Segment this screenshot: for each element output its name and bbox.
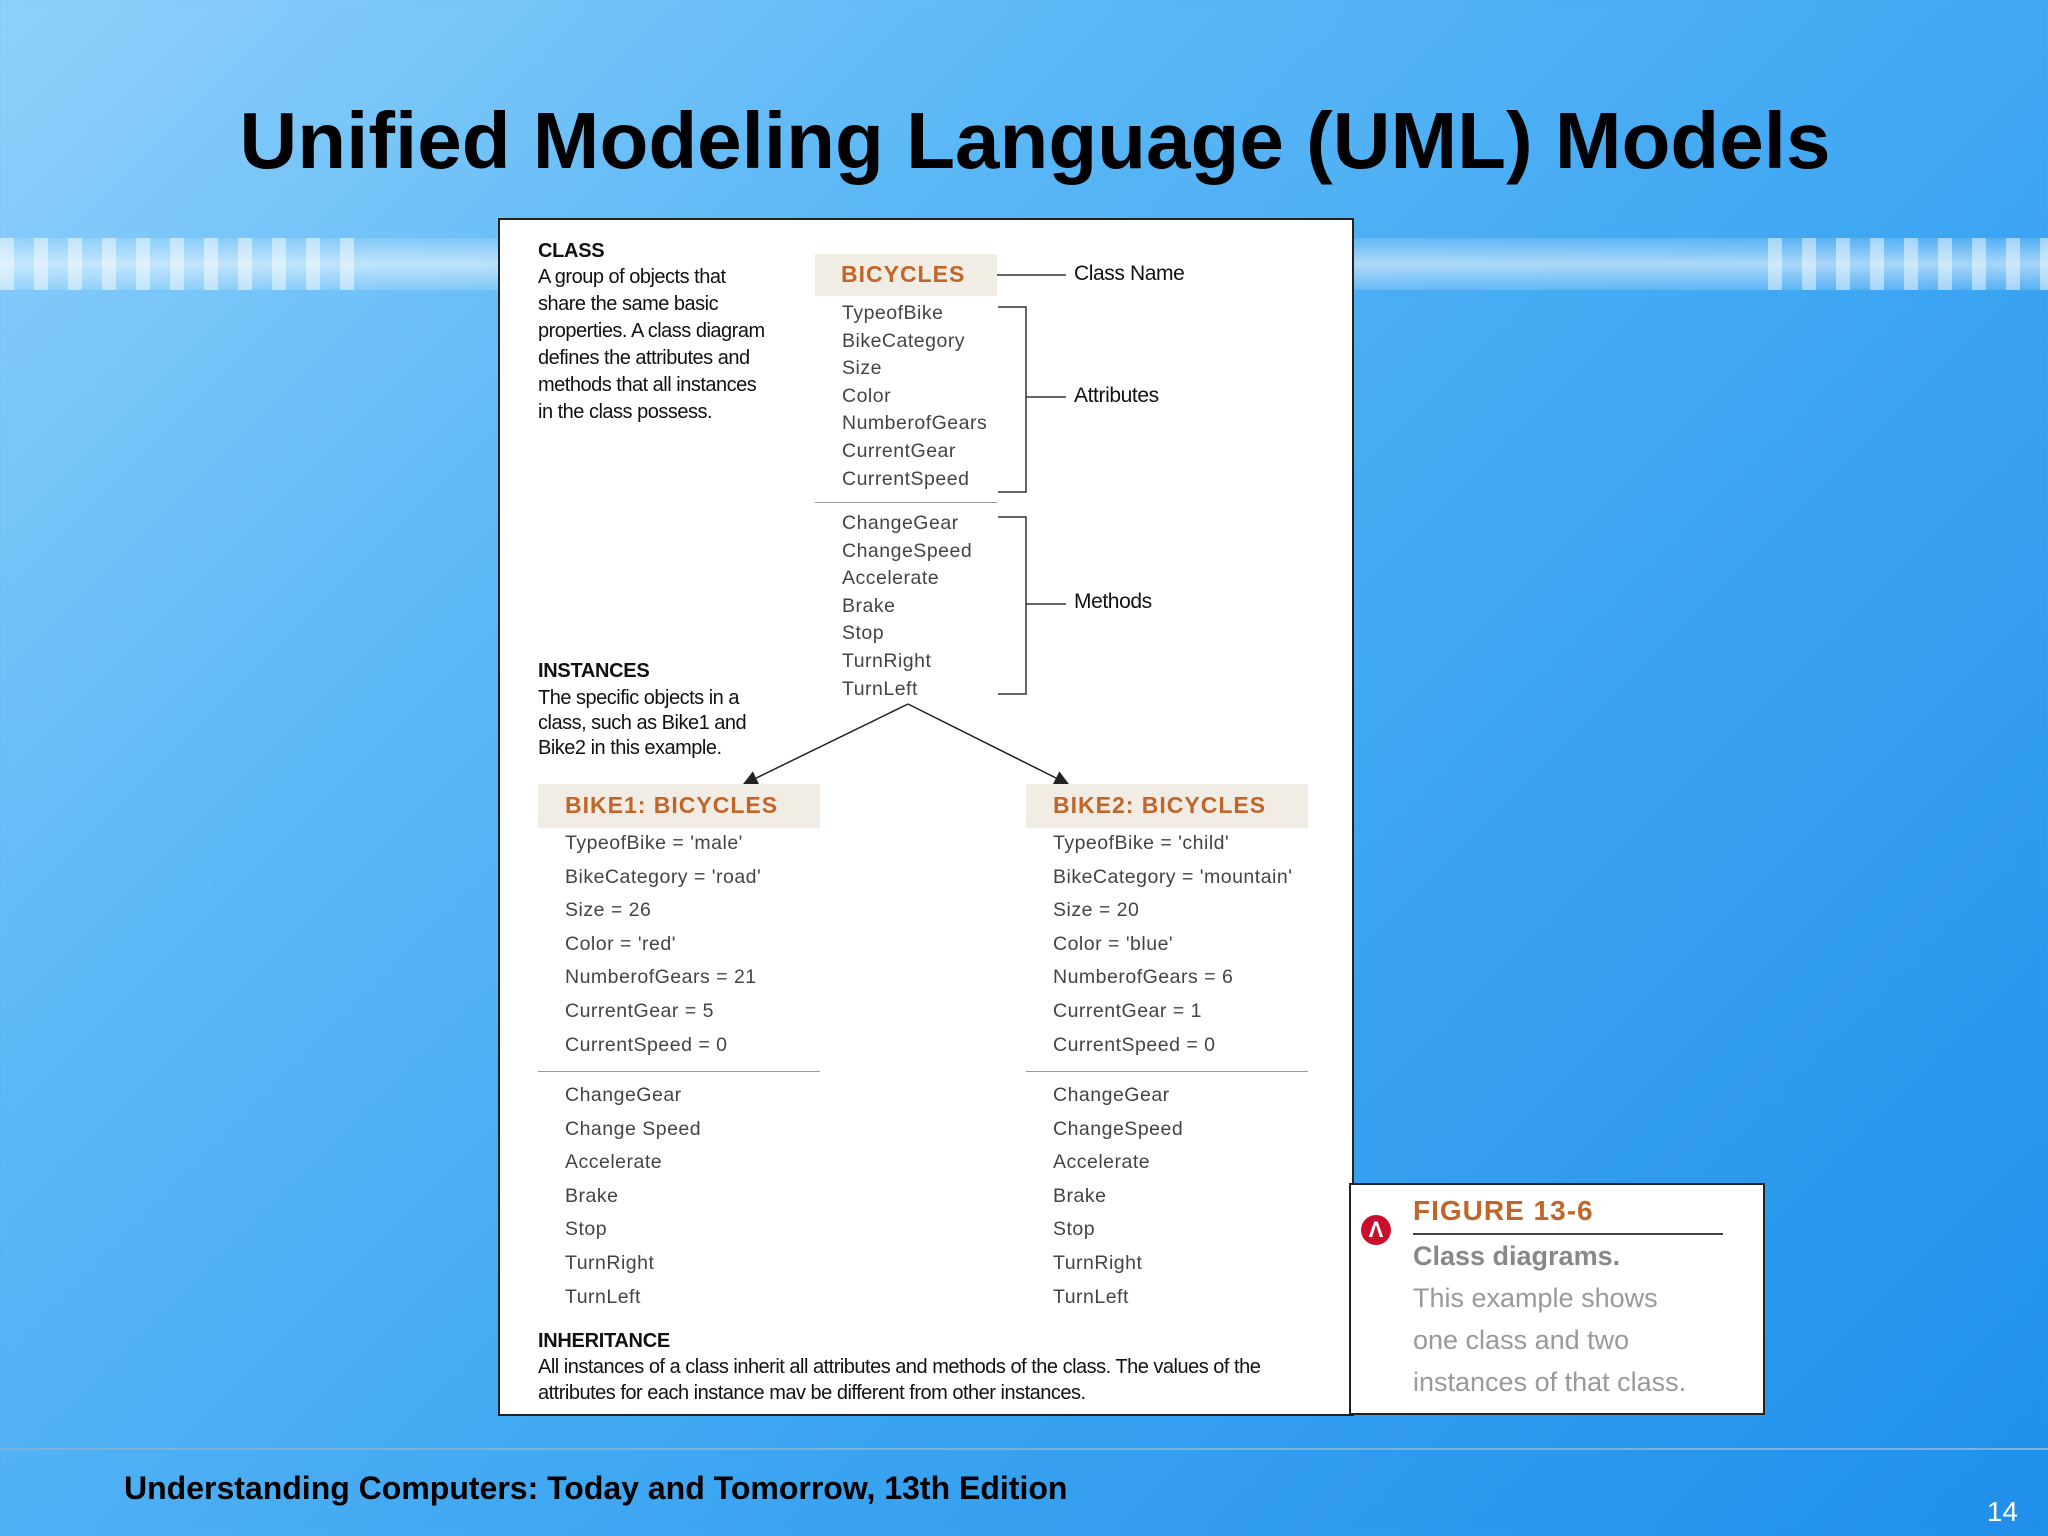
methods-bracket: [998, 516, 1027, 695]
caption-text: This example shows one class and two ins…: [1413, 1283, 1687, 1397]
instance-method-item: ChangeGear: [1053, 1084, 1170, 1106]
instance-method-item: Accelerate: [1053, 1151, 1151, 1174]
class-attribute-item: CurrentSpeed: [842, 467, 970, 490]
instance-method-item: ChangeSpeed: [1053, 1117, 1184, 1140]
instance-attribute-item: TypeofBike = 'child': [1053, 832, 1230, 854]
instance-1-divider: [538, 1071, 820, 1072]
instance-method-item: TurnLeft: [565, 1285, 641, 1308]
uml-figure: CLASS A group of objects that share the …: [498, 218, 1354, 1416]
instance-method-item: TurnLeft: [1053, 1285, 1129, 1308]
class-divider: [815, 502, 997, 503]
instance-attribute-item: NumberofGears = 21: [565, 966, 757, 989]
instance-attribute-item: TypeofBike = 'male': [565, 832, 743, 854]
instance-method-item: Accelerate: [565, 1151, 663, 1174]
page-number: 14: [1986, 1496, 2018, 1527]
class-name-label: Class Name: [1074, 262, 1185, 285]
figure-caption: Λ FIGURE 13-6 Class diagrams. This examp…: [1349, 1183, 1765, 1415]
class-attribute-item: Size: [842, 357, 882, 380]
footer-text: Understanding Computers: Today and Tomor…: [124, 1470, 1068, 1506]
inheritance-desc-body: All instances of a class inherit all att…: [538, 1356, 1261, 1404]
instance-attribute-item: BikeCategory = 'mountain': [1053, 865, 1293, 888]
instance-attribute-item: CurrentGear = 1: [1053, 1000, 1202, 1022]
instance-method-item: TurnRight: [1053, 1252, 1143, 1274]
instance-method-item: Stop: [1053, 1218, 1096, 1241]
instance-attribute-item: CurrentSpeed = 0: [565, 1033, 728, 1056]
class-desc-body: A group of objects that share the same b…: [538, 266, 765, 423]
class-method-item: TurnRight: [842, 650, 932, 672]
instance-method-item: Stop: [565, 1218, 608, 1241]
figure-label: FIGURE 13-6: [1413, 1195, 1594, 1226]
decorative-stripe-bars-left: [0, 238, 360, 290]
instance-attribute-item: CurrentGear = 5: [565, 1000, 714, 1022]
publisher-logo-icon: Λ: [1361, 1215, 1391, 1245]
caption-rule: [1413, 1233, 1723, 1235]
attributes-label: Attributes: [1074, 384, 1159, 407]
instance-method-item: ChangeGear: [565, 1084, 682, 1106]
inheritance-desc-heading: INHERITANCE: [538, 1330, 670, 1352]
caption-subtitle: Class diagrams.: [1413, 1241, 1621, 1271]
instance-method-item: TurnRight: [565, 1252, 655, 1274]
connector-lines: [742, 274, 1070, 785]
inherit-arrow-bike2: [907, 703, 1070, 785]
slide-title: Unified Modeling Language (UML) Models: [239, 96, 1831, 185]
decorative-stripe-bars-right: [1768, 238, 2048, 290]
instance-attribute-item: CurrentSpeed = 0: [1053, 1033, 1216, 1056]
class-method-item: Stop: [842, 622, 885, 645]
instance-2-header: BIKE2: BICYCLES: [1026, 784, 1308, 828]
instance-attribute-item: Size = 26: [565, 899, 652, 922]
class-desc-heading: CLASS: [538, 240, 605, 262]
class-method-item: Accelerate: [842, 567, 940, 590]
instances-desc-body: The specific objects in a class, such as…: [538, 687, 747, 759]
class-attribute-item: BikeCategory: [842, 329, 966, 352]
instance-attribute-item: Color = 'red': [565, 932, 676, 955]
instance-attribute-item: Size = 20: [1053, 899, 1140, 922]
instance-method-item: Brake: [565, 1184, 619, 1207]
methods-label: Methods: [1074, 590, 1152, 613]
class-attribute-item: CurrentGear: [842, 440, 956, 462]
class-attribute-item: NumberofGears: [842, 412, 988, 435]
instance-1-header: BIKE1: BICYCLES: [538, 784, 820, 828]
class-method-item: TurnLeft: [842, 677, 918, 700]
instance-attribute-item: BikeCategory = 'road': [565, 865, 762, 888]
instance-method-item: Brake: [1053, 1184, 1107, 1207]
instances-desc-heading: INSTANCES: [538, 660, 650, 682]
class-attribute-item: TypeofBike: [842, 302, 944, 324]
class-method-item: Brake: [842, 594, 896, 617]
class-method-item: ChangeGear: [842, 512, 959, 534]
instance-attribute-item: NumberofGears = 6: [1053, 966, 1234, 989]
footer-divider: [0, 1448, 2048, 1450]
inherit-arrow-bike1: [742, 703, 909, 785]
instance-attribute-item: Color = 'blue': [1053, 932, 1174, 955]
attributes-bracket: [998, 306, 1027, 493]
instance-2-divider: [1026, 1071, 1308, 1072]
instance-method-item: Change Speed: [565, 1117, 702, 1140]
class-method-item: ChangeSpeed: [842, 539, 973, 562]
class-name-header: BICYCLES: [815, 254, 997, 296]
class-attribute-item: Color: [842, 384, 892, 407]
